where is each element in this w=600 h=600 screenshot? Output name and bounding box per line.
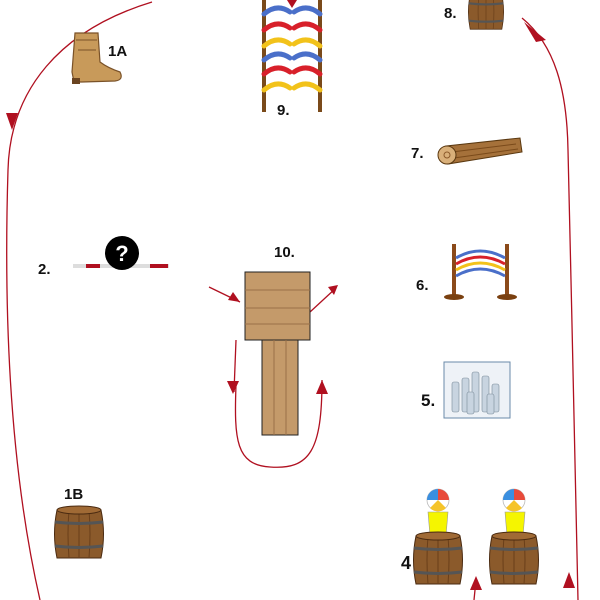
barrel-ball-left-icon bbox=[412, 488, 464, 586]
station-2-label: 2. bbox=[38, 261, 51, 278]
barrel-1b-icon bbox=[53, 504, 105, 560]
barrel-8-icon bbox=[467, 0, 505, 31]
question-mark: ? bbox=[115, 241, 128, 266]
station-7-label: 7. bbox=[411, 145, 424, 162]
course-path bbox=[6, 1, 579, 600]
station-8-label: 8. bbox=[444, 5, 457, 22]
path-arrowheads bbox=[6, 22, 575, 590]
boot-icon bbox=[71, 32, 122, 84]
hoop-arch-icon bbox=[444, 244, 517, 300]
bottles-icon bbox=[443, 361, 511, 419]
log-icon bbox=[437, 137, 523, 165]
station-9-label: 9. bbox=[277, 102, 290, 119]
station-1a-label: 1A bbox=[108, 43, 127, 60]
station-4-label: 4 bbox=[401, 553, 411, 573]
question-icon bbox=[105, 236, 139, 270]
station-1b-label: 1B bbox=[64, 486, 83, 503]
station-6-label: 6. bbox=[416, 277, 429, 294]
barrel-ball-right-icon bbox=[488, 488, 540, 586]
station-10-label: 10. bbox=[274, 244, 295, 261]
rings-icon bbox=[262, 0, 322, 112]
station-5-label: 5. bbox=[421, 391, 435, 410]
platform-icon bbox=[244, 271, 311, 436]
